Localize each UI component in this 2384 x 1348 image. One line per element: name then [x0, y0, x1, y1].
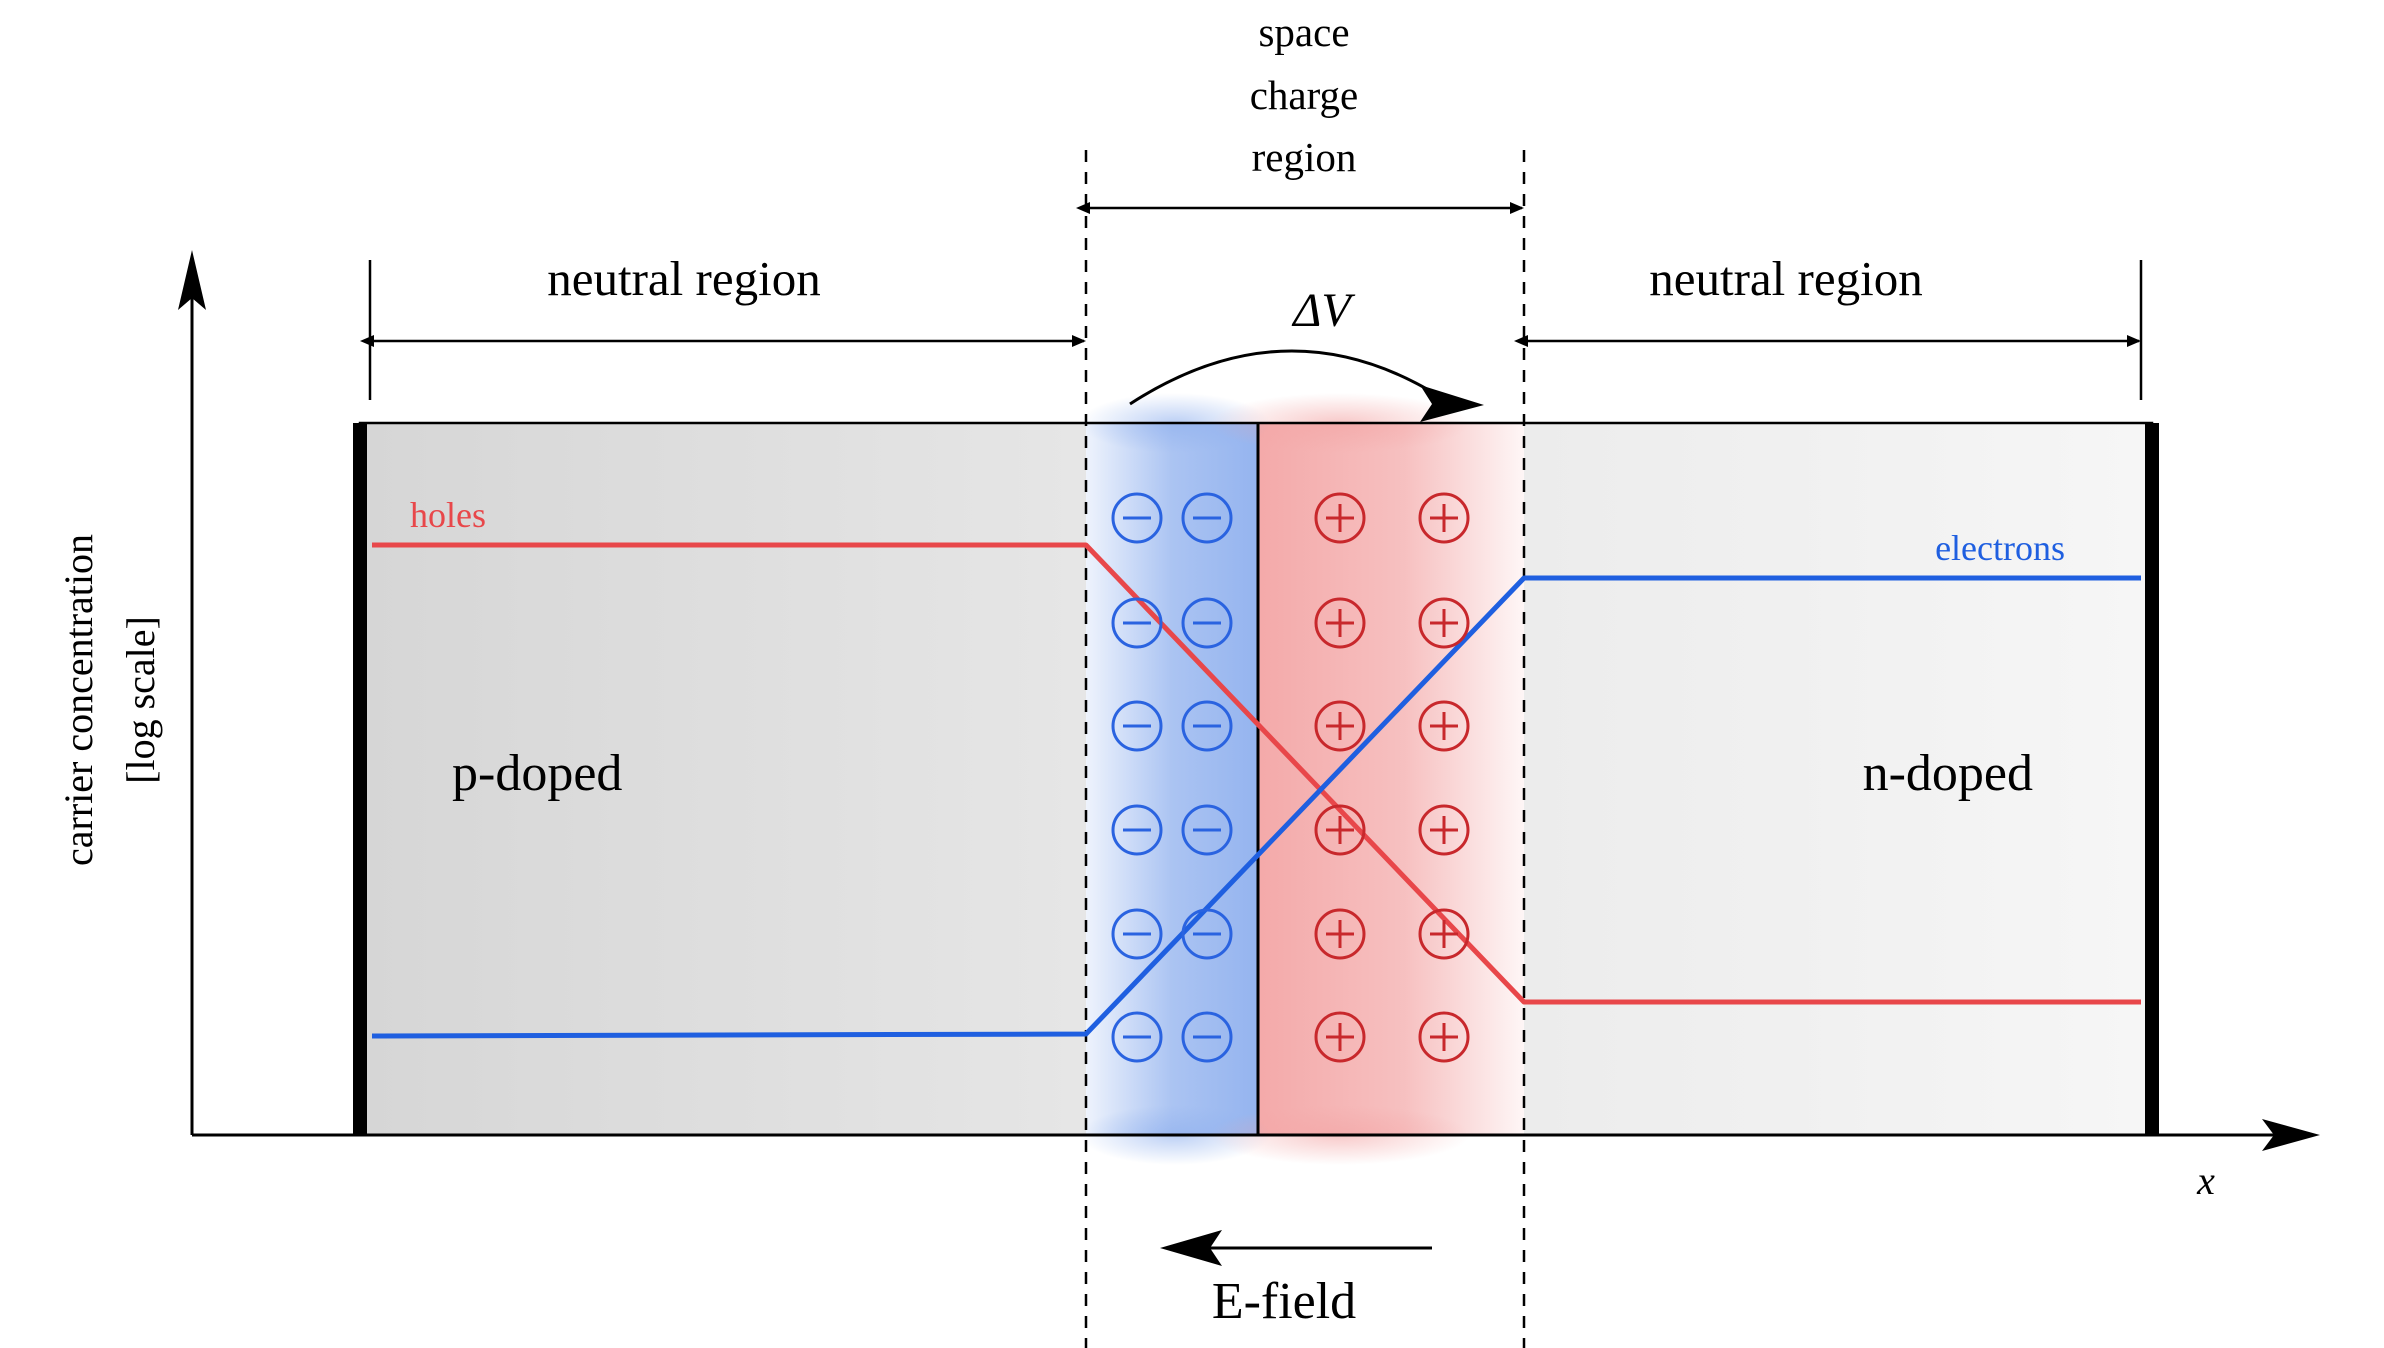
negative-ion-icon [1111, 597, 1163, 649]
space-charge-label-line1: space [1258, 9, 1349, 55]
y-axis-label-line1: carrier concentration [56, 534, 101, 866]
positive-ion-icon [1314, 700, 1366, 752]
potential-arc-arrowhead [1420, 385, 1484, 422]
positive-ion-icon [1314, 1011, 1366, 1063]
semiconductor-body [353, 393, 2159, 1165]
positive-ion-icon [1314, 908, 1366, 960]
positive-ion-icon-circle [1314, 908, 1366, 960]
neutral-region-right-label: neutral region [1649, 251, 1922, 306]
e-field-label: E-field [1212, 1273, 1356, 1330]
negative-ion-icon-circle [1181, 1011, 1233, 1063]
space-charge-label-line2: charge [1250, 72, 1359, 118]
depletion-p-side [1086, 423, 1258, 1135]
negative-ion-icon [1181, 1011, 1233, 1063]
negative-ion-icon-circle [1181, 597, 1233, 649]
negative-ion-icon [1181, 700, 1233, 752]
e-field-arrowhead [1160, 1230, 1222, 1266]
negative-ion-icon [1181, 492, 1233, 544]
negative-ion-icon-circle [1111, 804, 1163, 856]
positive-ion-icon [1418, 1011, 1470, 1063]
negative-ion-icon [1111, 492, 1163, 544]
positive-ion-icon-circle [1314, 804, 1366, 856]
negative-ion-icon [1181, 908, 1233, 960]
negative-ion-icon-circle [1111, 908, 1163, 960]
positive-ion-icon-circle [1314, 700, 1366, 752]
negative-ion-icon-circle [1181, 908, 1233, 960]
positive-ion-icon [1418, 908, 1470, 960]
positive-ion-icon-circle [1418, 1011, 1470, 1063]
potential-arc [1129, 349, 1446, 406]
negative-ion-icon [1111, 908, 1163, 960]
positive-ion-icon [1314, 804, 1366, 856]
positive-ion-icon [1418, 700, 1470, 752]
x-axis-label: x [2196, 1158, 2215, 1203]
positive-ion-icon-circle [1418, 908, 1470, 960]
positive-ion-icon-circle [1314, 492, 1366, 544]
depletion-n-side [1258, 423, 1524, 1135]
positive-ion-icon-circle [1418, 700, 1470, 752]
y-axis-label: carrier concentration [log scale] [56, 534, 163, 866]
p-region [360, 423, 1086, 1135]
negative-ion-icon-circle [1181, 804, 1233, 856]
ion-charges [1111, 492, 1470, 1063]
electrons-label: electrons [1935, 528, 2065, 568]
negative-ion-icon-circle [1181, 700, 1233, 752]
positive-ion-icon-circle [1418, 804, 1470, 856]
positive-ion-icon-circle [1314, 597, 1366, 649]
y-axis-label-line2: [log scale] [118, 616, 163, 784]
negative-ion-icon [1111, 1011, 1163, 1063]
negative-ion-icon-circle [1111, 1011, 1163, 1063]
y-axis-arrowhead [178, 250, 206, 310]
negative-ion-icon [1181, 597, 1233, 649]
holes-curve [372, 542, 2141, 1005]
n-doped-label: n-doped [1863, 745, 2033, 802]
holes-label: holes [410, 495, 486, 535]
negative-ion-icon-circle [1181, 492, 1233, 544]
positive-ion-icon [1314, 492, 1366, 544]
negative-ion-icon-circle [1111, 492, 1163, 544]
neutral-region-left-label: neutral region [547, 251, 820, 306]
negative-ion-icon [1111, 700, 1163, 752]
x-axis-arrowhead [2262, 1119, 2320, 1151]
positive-ion-icon [1418, 492, 1470, 544]
positive-ion-icon [1418, 597, 1470, 649]
axes [178, 250, 2320, 1151]
delta-v-label: ΔV [1291, 284, 1355, 337]
right-contact [2145, 423, 2159, 1135]
positive-ion-icon [1314, 597, 1366, 649]
positive-ion-icon-circle [1418, 597, 1470, 649]
negative-ion-icon-circle [1111, 597, 1163, 649]
p-doped-label: p-doped [452, 745, 622, 802]
negative-ion-icon-circle [1111, 700, 1163, 752]
dimension-markers [360, 202, 2143, 400]
positive-ion-icon-circle [1418, 492, 1470, 544]
electrons-curve [371, 575, 2141, 1039]
negative-ion-icon [1181, 804, 1233, 856]
space-charge-label-line3: region [1252, 134, 1357, 180]
n-region [1524, 423, 2152, 1135]
positive-ion-icon-circle [1314, 1011, 1366, 1063]
left-contact [353, 423, 367, 1135]
negative-ion-icon [1111, 804, 1163, 856]
positive-ion-icon [1418, 804, 1470, 856]
